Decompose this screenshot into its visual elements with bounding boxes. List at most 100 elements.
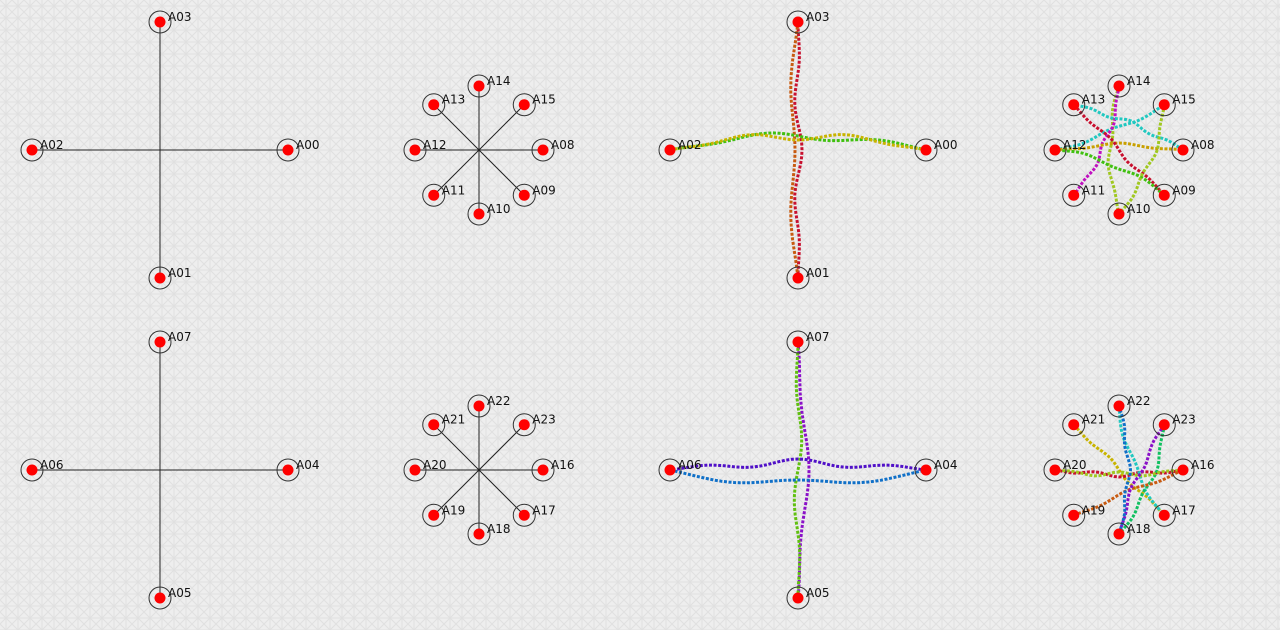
agent-label: A13 (442, 93, 465, 107)
agent-path-a05-a07 (792, 341, 804, 599)
agent-label: A10 (487, 202, 510, 216)
agent-label: A19 (442, 503, 465, 517)
agent-ring (658, 138, 682, 162)
agent-label: A15 (1172, 93, 1195, 107)
agent-dot (1068, 509, 1080, 521)
agent-dot (1068, 189, 1080, 201)
agent-dot (920, 464, 932, 476)
agent-label: A19 (1082, 503, 1105, 517)
agent-dot (518, 189, 530, 201)
agent-ring (422, 93, 446, 117)
agent-dot (428, 99, 440, 111)
agent-path-a19-a16 (1073, 468, 1184, 517)
agent-ring (786, 586, 810, 610)
agent-ring (1107, 394, 1131, 418)
agent-dot (473, 80, 485, 92)
agent-label: A18 (1127, 522, 1150, 536)
agent-dot (1158, 419, 1170, 431)
agent-ring (1152, 503, 1176, 527)
agent-ring (658, 458, 682, 482)
agent-label: A21 (442, 413, 465, 427)
agent-dot (473, 400, 485, 412)
agent-ring (276, 458, 300, 482)
agent-dot (664, 464, 676, 476)
agent-label: A14 (1127, 74, 1150, 88)
agent-ring (512, 183, 536, 207)
agent-label: A03 (806, 10, 829, 24)
agent-ring (467, 74, 491, 98)
agent-ring (1062, 413, 1086, 437)
agent-dot (154, 336, 166, 348)
agent-ring (1152, 413, 1176, 437)
agent-ring (1107, 202, 1131, 226)
agent-dot (792, 336, 804, 348)
agent-path-a22-a17 (1117, 405, 1166, 517)
agent-ring (1171, 458, 1195, 482)
agent-label: A15 (532, 93, 555, 107)
agent-ring (20, 458, 44, 482)
agent-label: A06 (678, 458, 701, 472)
agent-dot (1113, 80, 1125, 92)
agent-dot (1158, 509, 1170, 521)
agent-dot (1068, 419, 1080, 431)
agent-dot (154, 272, 166, 284)
agent-label: A23 (1172, 413, 1195, 427)
agent-label: A09 (1172, 183, 1195, 197)
agent-ring (786, 330, 810, 354)
agent-dot (1158, 99, 1170, 111)
agent-label: A04 (934, 458, 957, 472)
agent-path-a01-a03 (793, 21, 804, 279)
agent-dot (518, 509, 530, 521)
agent-dot (1113, 208, 1125, 220)
agent-label: A08 (551, 138, 574, 152)
agent-dot (1113, 400, 1125, 412)
agent-dot (518, 419, 530, 431)
agent-dot (1049, 144, 1061, 156)
agent-label: A13 (1082, 93, 1105, 107)
agent-ring (422, 503, 446, 527)
agent-ring (148, 586, 172, 610)
agent-label: A20 (423, 458, 446, 472)
agent-ring (20, 138, 44, 162)
agent-label: A01 (168, 266, 191, 280)
agent-ring (148, 266, 172, 290)
agent-label: A22 (1127, 394, 1150, 408)
agent-label: A03 (168, 10, 191, 24)
agent-dot (428, 419, 440, 431)
agent-ring (1152, 93, 1176, 117)
agent-label: A18 (487, 522, 510, 536)
agent-dot (664, 144, 676, 156)
agent-label: A20 (1063, 458, 1086, 472)
agent-label: A11 (1082, 183, 1105, 197)
agent-ring (467, 202, 491, 226)
agent-ring (1043, 458, 1067, 482)
agent-dot (792, 272, 804, 284)
agent-label: A05 (168, 586, 191, 600)
agent-path-a12-a08 (1054, 141, 1184, 152)
agent-dot (537, 144, 549, 156)
agent-label: A12 (1063, 138, 1086, 152)
agent-path-a02-a00 (669, 133, 927, 152)
agent-ring (914, 458, 938, 482)
agent-ring (512, 93, 536, 117)
agent-label: A22 (487, 394, 510, 408)
agent-path-a20-a16 (1054, 468, 1184, 479)
agent-ring (403, 458, 427, 482)
agent-label: A09 (532, 183, 555, 197)
agent-dot (409, 144, 421, 156)
agent-path-a12-a15 (1054, 103, 1166, 152)
agent-dot (409, 464, 421, 476)
agent-path-a14-a11 (1072, 85, 1121, 197)
agent-ring (512, 413, 536, 437)
agent-ring (1062, 93, 1086, 117)
agent-ring (1107, 74, 1131, 98)
agent-ring (422, 413, 446, 437)
agent-path-a18-a22 (1117, 405, 1132, 535)
agent-ring (914, 138, 938, 162)
